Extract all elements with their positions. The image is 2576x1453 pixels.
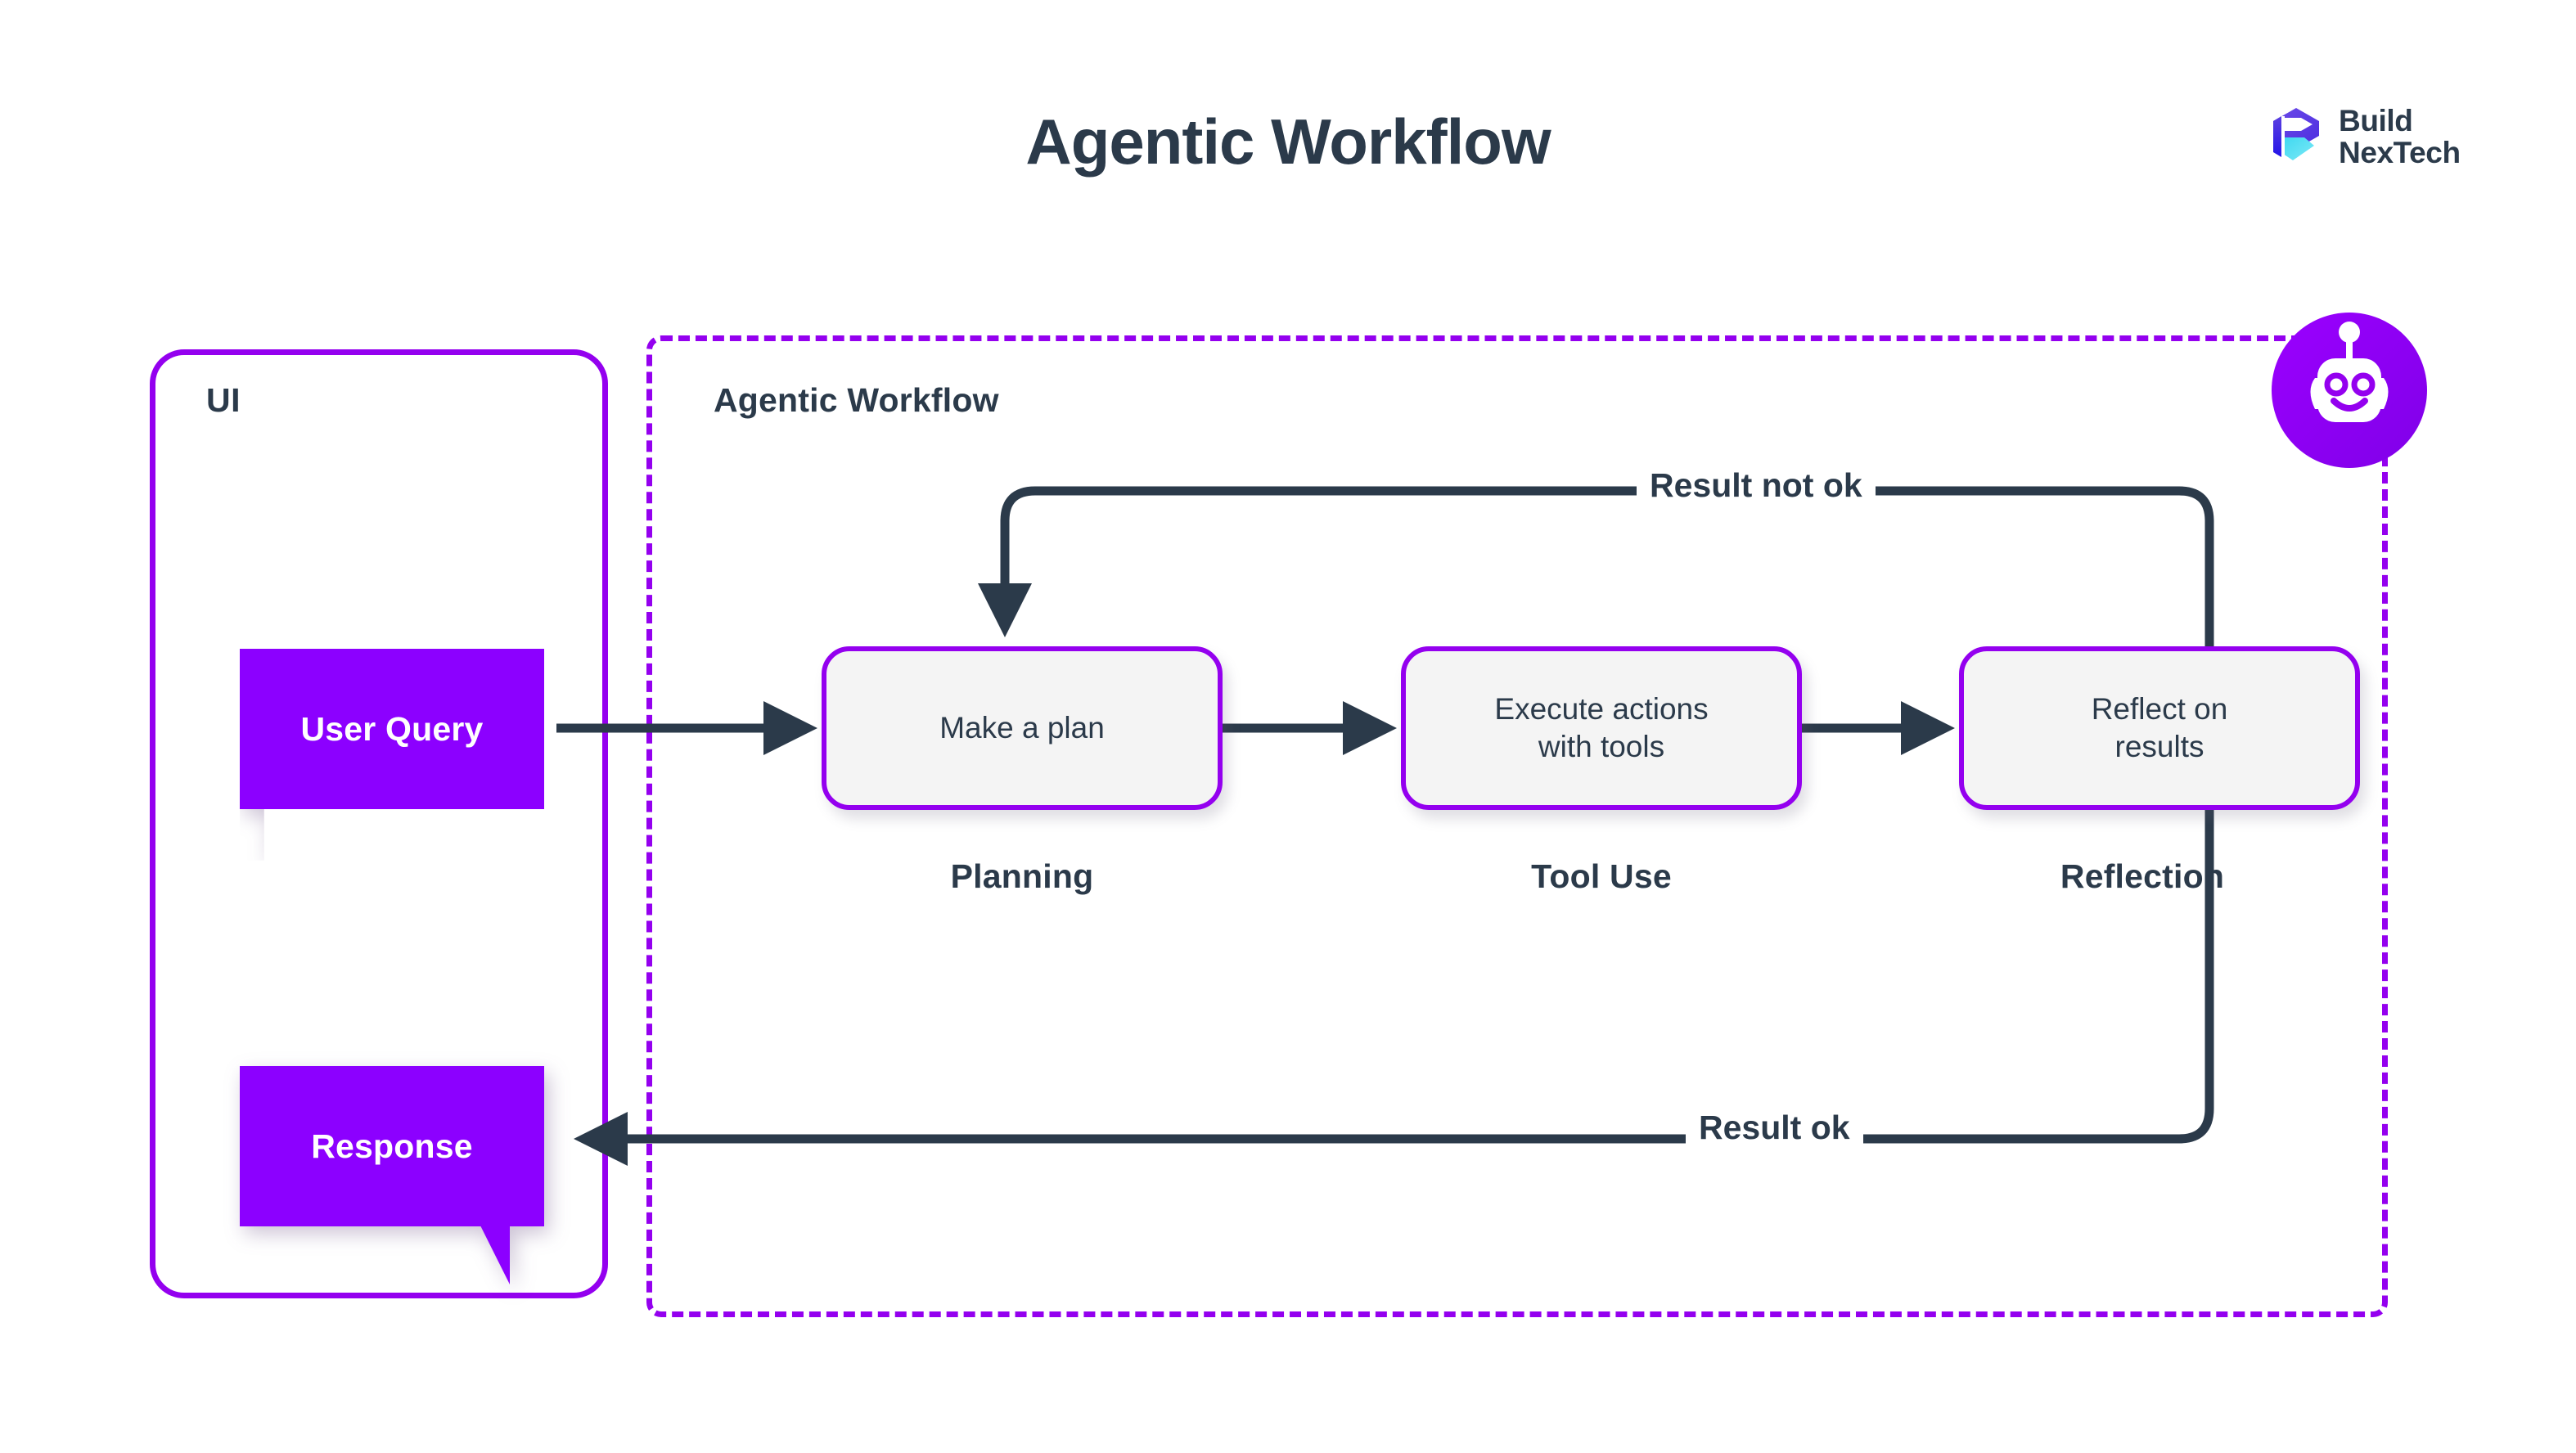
page-title: Agentic Workflow (1025, 106, 1551, 178)
bubble-user-query-label: User Query (300, 709, 484, 748)
bubble-tail-icon (451, 1226, 510, 1284)
process-box-reflection-label: Reflect on results (2091, 691, 2228, 763)
edge-label-result-not-ok: Result not ok (1637, 466, 1876, 505)
bubble-response: Response (240, 1066, 544, 1284)
ui-panel-label: UI (206, 381, 241, 419)
process-box-tool-use: Execute actions with tools (1401, 646, 1802, 810)
process-box-tool-use-label: Execute actions with tools (1494, 691, 1709, 763)
process-box-planning-label: Make a plan (939, 710, 1105, 744)
stage-caption-tool-use: Tool Use (1531, 857, 1672, 895)
bubble-response-label: Response (311, 1127, 473, 1165)
bubble-user-query: User Query (240, 649, 544, 861)
process-box-reflection: Reflect on results (1959, 646, 2360, 810)
agentic-workflow-region-label: Agentic Workflow (714, 381, 999, 419)
brand-logo: Build NexTech (2268, 105, 2461, 169)
brand-line-2: NexTech (2339, 136, 2461, 170)
stage-caption-reflection: Reflection (2060, 857, 2225, 895)
stage-caption-planning: Planning (950, 857, 1094, 895)
robot-avatar-icon (2272, 313, 2427, 468)
agentic-workflow-region (646, 335, 2388, 1317)
process-box-planning: Make a plan (822, 646, 1223, 810)
edge-label-result-ok: Result ok (1686, 1109, 1863, 1147)
brand-line-1: Build (2339, 104, 2413, 137)
hexagon-b-logo-icon (2273, 108, 2319, 161)
